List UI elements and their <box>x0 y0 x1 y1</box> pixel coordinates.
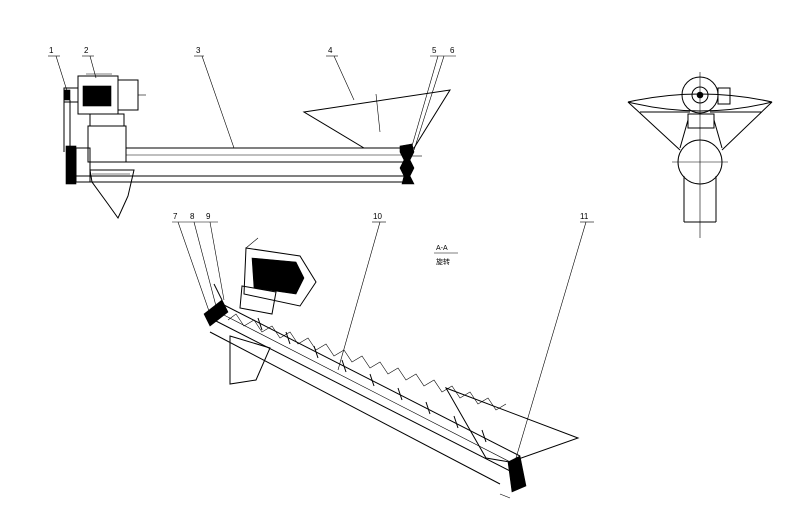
part-number-6: 6 <box>450 46 455 55</box>
section-label: A-A 旋转 <box>434 245 458 266</box>
part-number-3: 3 <box>196 46 201 55</box>
part-number-8: 8 <box>190 212 195 221</box>
screw-flights-inclined <box>257 317 487 443</box>
part-number-1: 1 <box>49 46 54 55</box>
end-view <box>627 72 773 238</box>
drive-unit-top <box>65 113 127 185</box>
drive-end-inclined <box>203 283 271 385</box>
trough-inclined <box>209 303 521 485</box>
part-number-5: 5 <box>432 46 437 55</box>
part-number-10: 10 <box>373 212 382 221</box>
motor-inclined <box>239 237 317 315</box>
part-number-2: 2 <box>84 46 89 55</box>
part-number-4: 4 <box>328 46 333 55</box>
discharge-chute-top <box>89 169 135 219</box>
inlet-hopper-top <box>302 89 451 149</box>
inlet-hopper-inclined <box>444 387 580 463</box>
section-title: A-A <box>436 245 448 252</box>
inclined-view <box>203 237 580 499</box>
section-subtitle: 旋转 <box>436 257 450 266</box>
part-leaders: 1 2 3 4 5 6 7 8 9 10 11 <box>48 46 594 459</box>
end-bearing-inclined <box>499 455 527 499</box>
part-number-11: 11 <box>580 212 589 221</box>
motor-top <box>63 73 146 152</box>
top-view <box>63 73 451 219</box>
end-bearing-top <box>399 143 422 185</box>
part-number-7: 7 <box>173 212 178 221</box>
part-number-9: 9 <box>206 212 211 221</box>
